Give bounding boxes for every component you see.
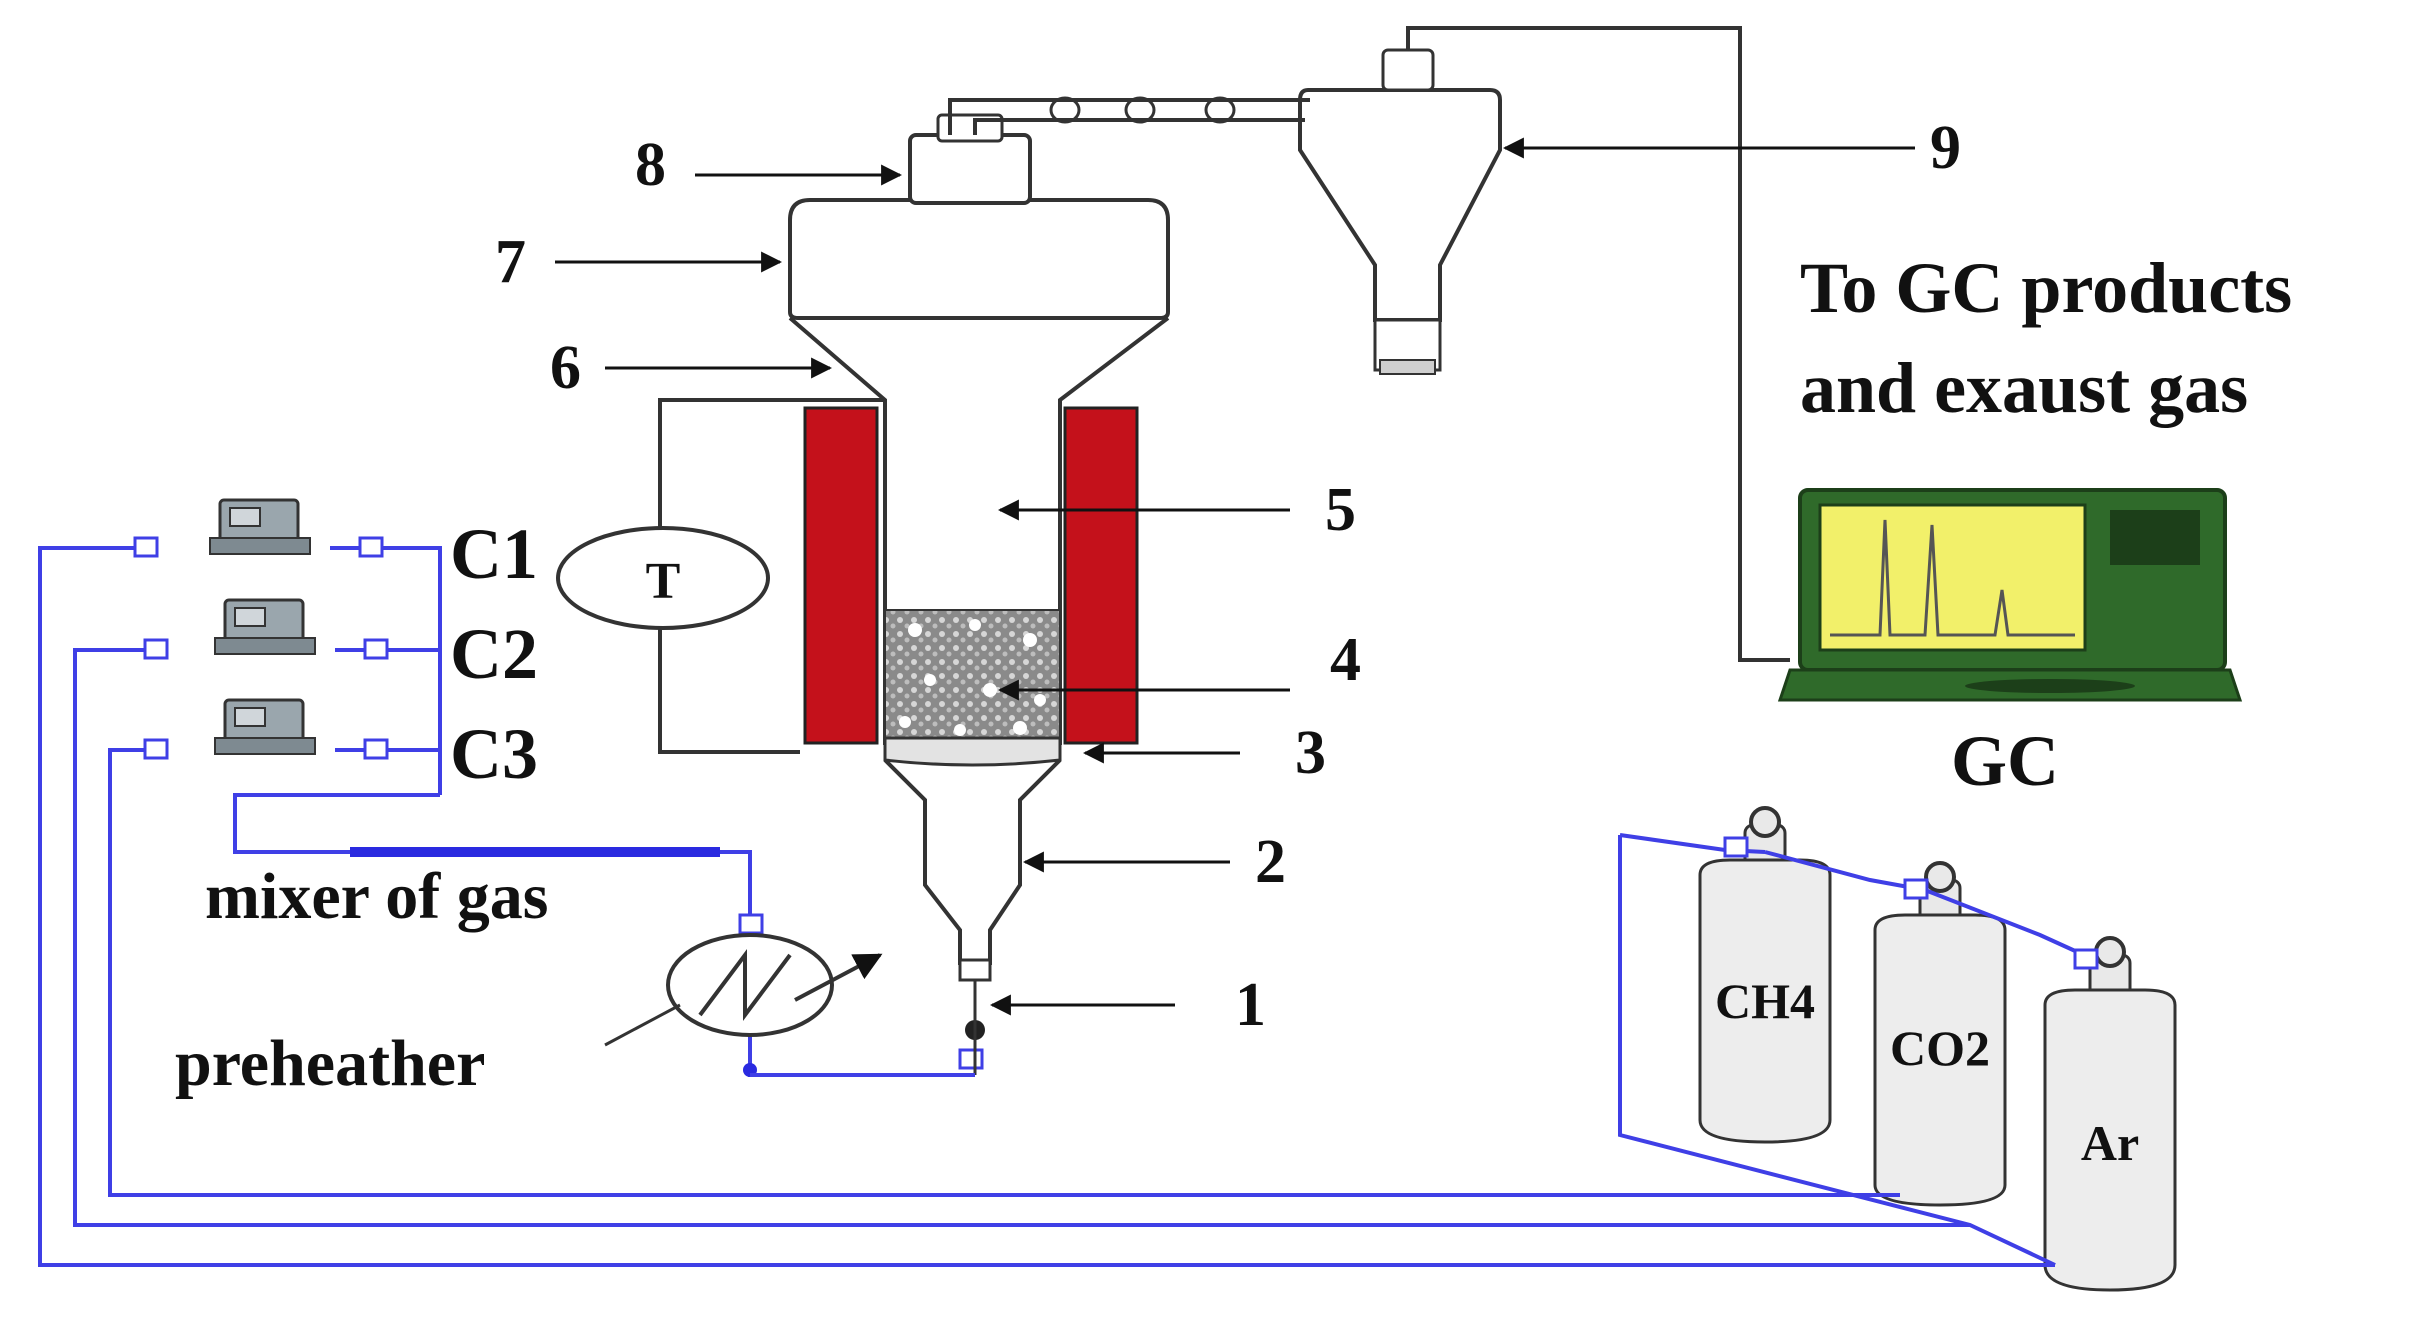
callout-9: 9: [1930, 114, 1961, 182]
controller-c1-label: C1: [450, 514, 538, 594]
thermocouple-label: T: [646, 553, 681, 610]
cyclone-icon: [948, 48, 1502, 375]
valve-icon: [363, 638, 389, 660]
preheater-icon: [604, 933, 883, 1047]
valve-icon: [958, 1048, 984, 1070]
gc-computer-icon: [1777, 488, 2243, 702]
furnace-left: [803, 406, 879, 745]
mass-flow-controller-c3: [214, 698, 316, 755]
title-line-1: To GC products: [1800, 248, 2292, 328]
callout-6: 6: [550, 334, 581, 402]
callout-4: 4: [1330, 626, 1361, 694]
mass-flow-controllers: [209, 498, 316, 755]
cylinder-ar-label: Ar: [2081, 1115, 2139, 1171]
preheater-label: preheather: [175, 1027, 485, 1100]
cylinder-ch4: CH4: [1698, 806, 1832, 1144]
valve-icon: [143, 638, 169, 660]
valve-icon: [143, 738, 169, 760]
valve-icon: [133, 536, 159, 558]
callout-5: 5: [1325, 476, 1356, 544]
reactor-icon: T: [556, 113, 1170, 1077]
valve-icon: [2073, 948, 2099, 970]
title-line-2: and exaust gas: [1800, 348, 2248, 428]
mass-flow-controller-c1: [209, 498, 311, 555]
exhaust-line: [1406, 26, 1790, 662]
cylinder-ch4-label: CH4: [1715, 973, 1815, 1029]
cylinder-ar: Ar: [2043, 936, 2177, 1292]
callout-7: 7: [495, 228, 526, 296]
valve-icon: [358, 536, 384, 558]
valve-icon: [363, 738, 389, 760]
controller-c2-label: C2: [450, 614, 538, 694]
callout-3: 3: [1295, 719, 1326, 787]
gc-label: GC: [1951, 721, 2059, 801]
furnace-right: [1063, 406, 1139, 745]
callout-arrows: [555, 137, 1915, 1016]
valve-icon: [1903, 878, 1929, 900]
valve-icon: [738, 913, 764, 935]
controller-c3-label: C3: [450, 714, 538, 794]
valve-icon: [1723, 836, 1749, 858]
cylinder-co2-label: CO2: [1890, 1020, 1990, 1076]
callout-8: 8: [635, 131, 666, 199]
callout-2: 2: [1255, 828, 1286, 896]
cylinder-co2: CO2: [1873, 861, 2007, 1207]
mass-flow-controller-c2: [214, 598, 316, 655]
valves: [133, 536, 2099, 1070]
callout-1: 1: [1235, 971, 1266, 1039]
mixer-label: mixer of gas: [205, 860, 548, 933]
